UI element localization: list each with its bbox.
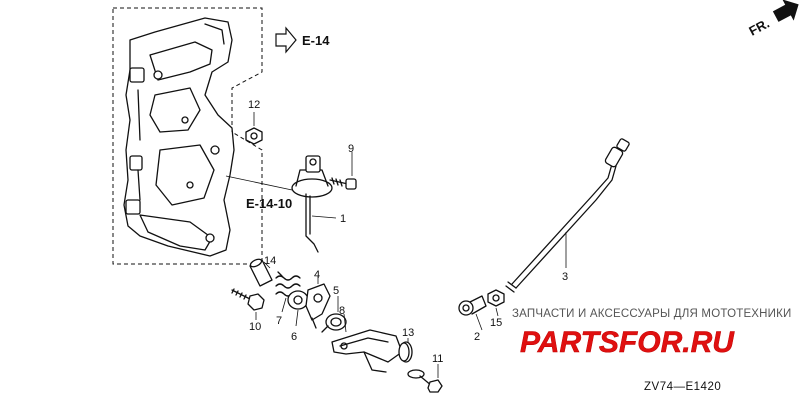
callout-5: 5 xyxy=(333,285,339,297)
callout-15: 15 xyxy=(490,317,502,329)
fr-label: FR. xyxy=(746,16,772,39)
e14-ref-label: E-14 xyxy=(302,33,330,48)
mounting-bracket xyxy=(123,17,235,257)
callout-4: 4 xyxy=(314,269,320,281)
part-3-control-rod: 3 xyxy=(505,138,630,293)
watermark-tagline: ЗАПЧАСТИ И АКСЕССУАРЫ ДЛЯ МОТОТЕХНИКИ xyxy=(512,308,792,320)
part-10-bolt: 10 xyxy=(231,288,265,333)
watermark: ЗАПЧАСТИ И АКСЕССУАРЫ ДЛЯ МОТОТЕХНИКИ PA… xyxy=(512,308,792,359)
callout-11: 11 xyxy=(432,353,443,365)
callout-2: 2 xyxy=(474,331,480,343)
callout-9: 9 xyxy=(348,143,354,155)
e1410-ref-label: E-14-10 xyxy=(246,196,292,211)
callout-1: 1 xyxy=(340,213,346,225)
callout-14: 14 xyxy=(264,255,276,267)
part-2-rod-end: 2 xyxy=(458,295,487,343)
callout-13: 13 xyxy=(402,327,414,339)
reference-bracket-group xyxy=(112,7,263,265)
part-9-screw: 9 xyxy=(329,143,357,190)
part-5-clip: 5 xyxy=(321,285,347,333)
part-11-bolt: 11 xyxy=(407,353,443,393)
part-13-collar: 13 xyxy=(398,327,414,363)
reference-outline xyxy=(112,7,263,265)
watermark-brand: PARTSFOR.RU xyxy=(520,326,735,359)
callout-3: 3 xyxy=(562,271,568,283)
part-1-lever: 1 xyxy=(291,155,346,253)
part-12-nut: 12 xyxy=(245,99,263,145)
part-6-plate: 6 xyxy=(287,290,309,343)
callout-12: 12 xyxy=(248,99,260,111)
diagram-code: ZV74—E1420 xyxy=(644,381,721,393)
front-direction-indicator: FR. xyxy=(746,0,799,39)
callout-7: 7 xyxy=(276,315,282,327)
hollow-right-arrow-icon xyxy=(275,26,297,54)
callout-8: 8 xyxy=(339,305,345,317)
e1410-reference: E-14-10 xyxy=(225,175,292,211)
callout-10: 10 xyxy=(249,321,261,333)
callout-6: 6 xyxy=(291,331,297,343)
e14-reference: E-14 xyxy=(275,26,330,54)
front-arrow-icon xyxy=(772,0,799,22)
part-15-nut: 15 xyxy=(487,289,505,329)
part-4-cam: 4 xyxy=(305,269,331,329)
part-8-link-arm: 8 xyxy=(331,305,403,373)
part-14-sleeve: 14 xyxy=(249,255,276,287)
